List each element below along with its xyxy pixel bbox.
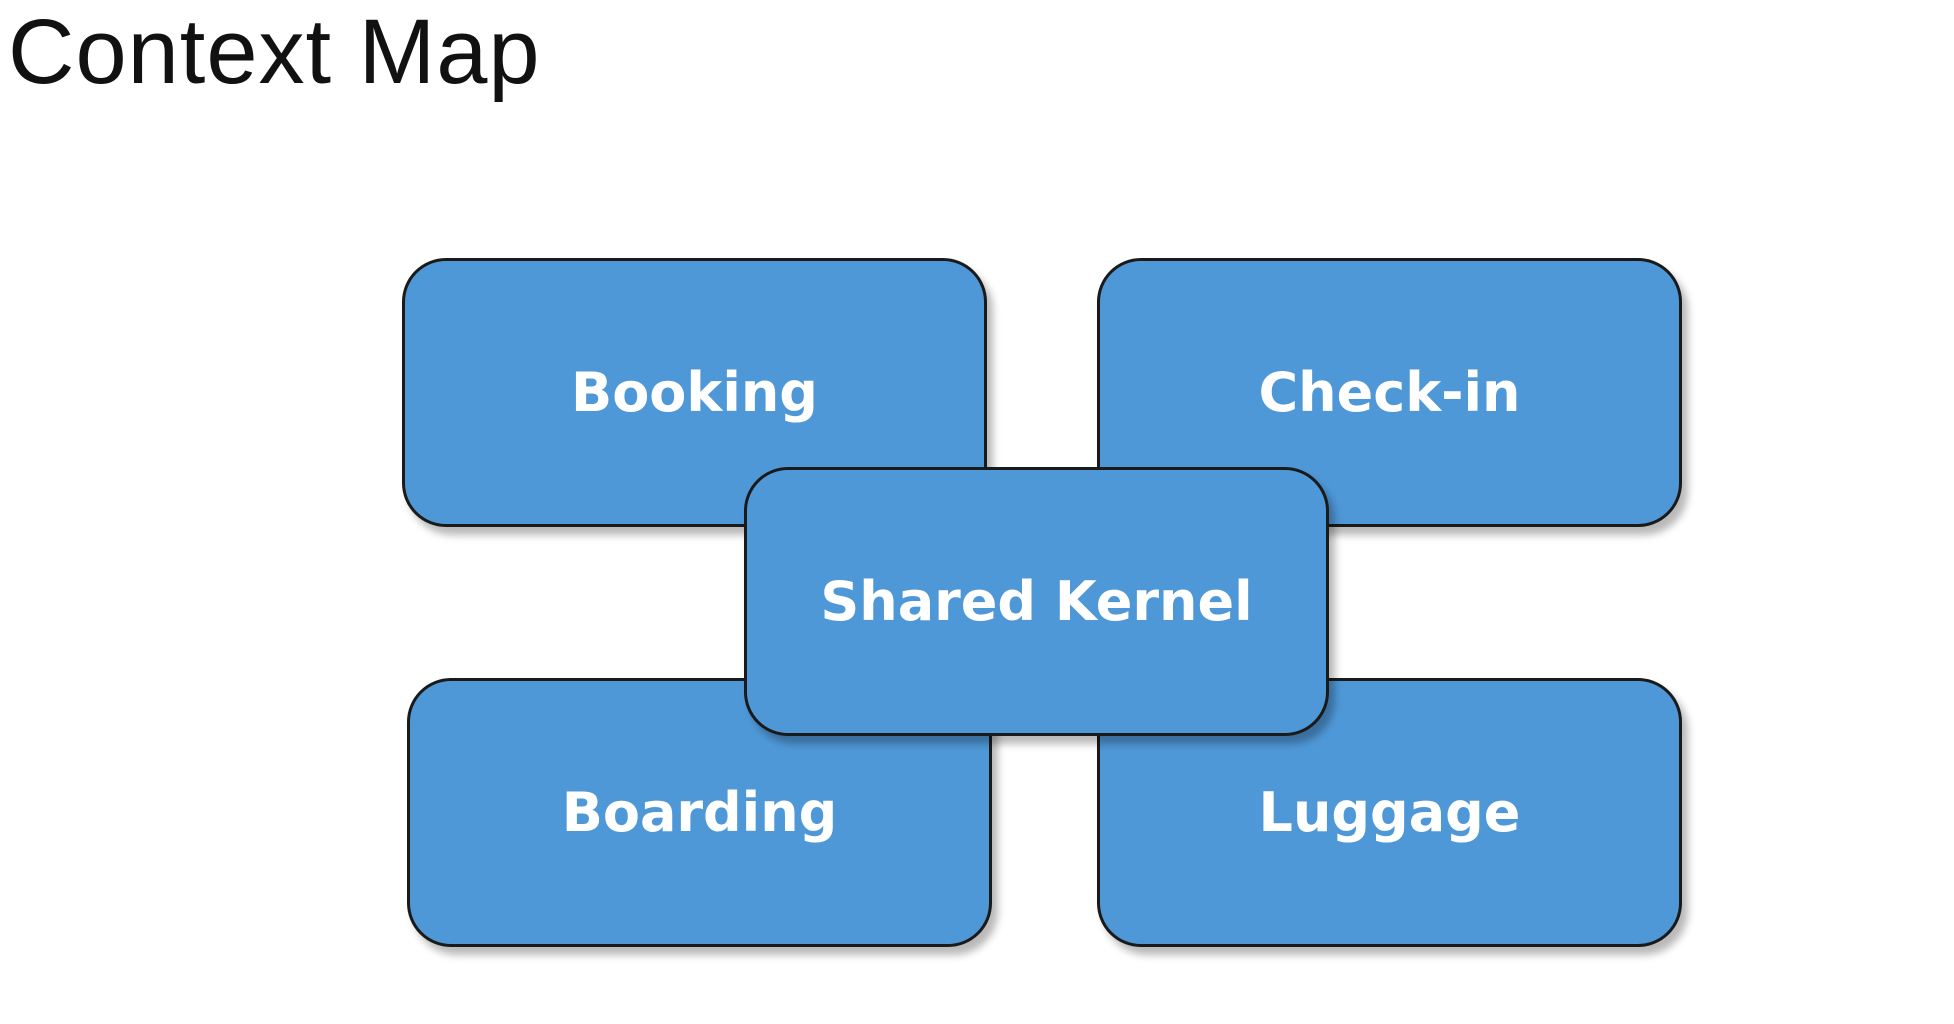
context-box-shared-kernel: Shared Kernel <box>744 467 1329 736</box>
context-box-booking: Booking <box>402 258 987 527</box>
context-label-checkin: Check-in <box>1258 361 1521 424</box>
context-box-checkin: Check-in <box>1097 258 1682 527</box>
context-label-luggage: Luggage <box>1258 781 1521 844</box>
context-box-luggage: Luggage <box>1097 678 1682 947</box>
page-title: Context Map <box>8 1 541 103</box>
context-label-booking: Booking <box>571 361 818 424</box>
context-label-boarding: Boarding <box>561 781 838 844</box>
context-label-shared-kernel: Shared Kernel <box>820 570 1253 633</box>
